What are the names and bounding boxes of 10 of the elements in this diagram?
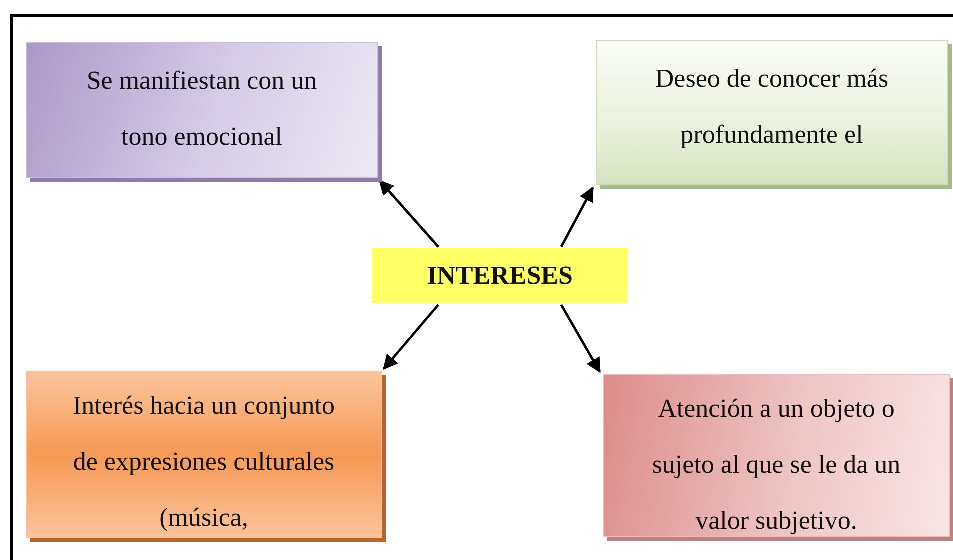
box-text: Deseo de conocer más profundamente el	[654, 63, 890, 151]
box-text: Se manifiestan con un tono emocional	[86, 65, 318, 153]
central-concept-box	[372, 248, 628, 303]
arrow	[383, 304, 440, 370]
arrow	[560, 304, 602, 374]
box-text: INTERESES	[427, 260, 573, 292]
box-text: Atención a un objeto o sujeto al que se le da un valor subjetivo.	[651, 393, 902, 536]
arrow	[379, 180, 440, 248]
box-text: Interés hacia un conjunto de expresiones culturales (música,	[72, 390, 336, 534]
arrow	[560, 186, 594, 248]
